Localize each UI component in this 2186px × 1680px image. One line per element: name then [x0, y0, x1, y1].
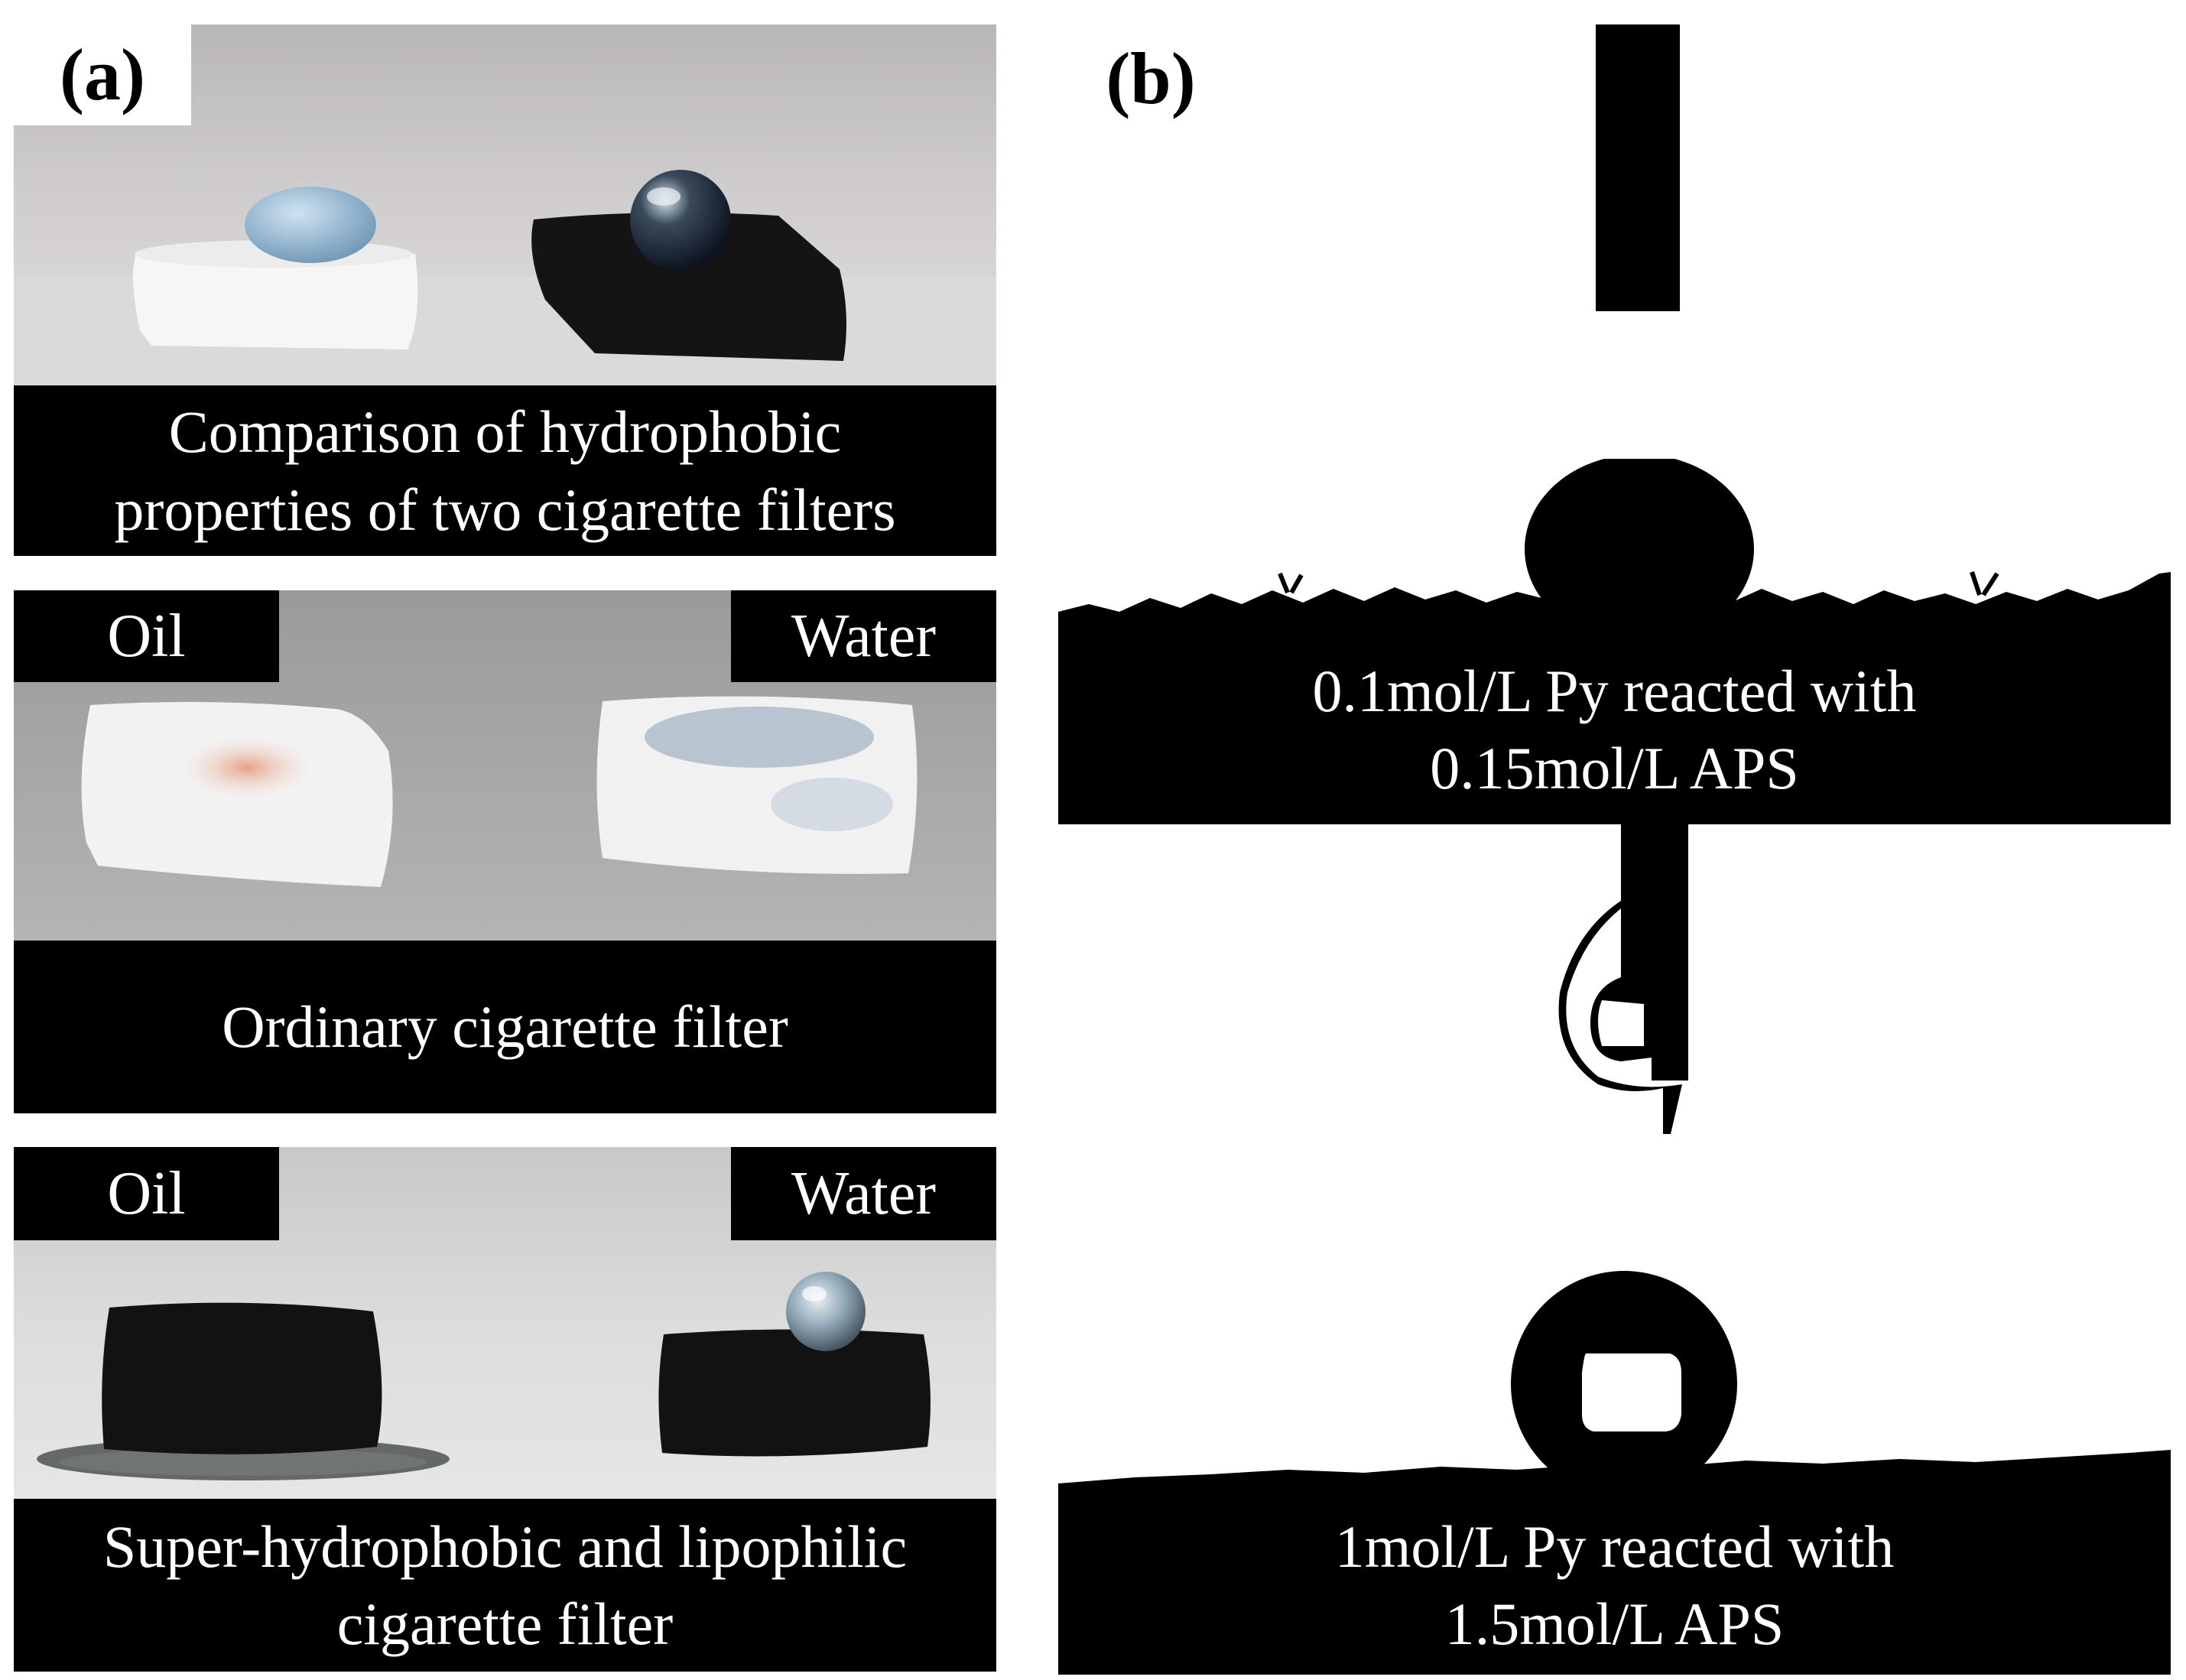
panel-b-label: (b)	[1070, 37, 1231, 121]
caption-line-2: 0.15mol/L APS	[1430, 735, 1799, 801]
caption-b-1: 0.1mol/L Py reacted with 0.15mol/L APS	[1058, 635, 2171, 824]
caption-line-1: 1mol/L Py reacted with	[1334, 1513, 1895, 1580]
photo-filter-comparison	[14, 24, 996, 385]
tag-oil: Oil	[14, 590, 279, 682]
tag-water: Water	[731, 590, 996, 682]
caption-line-2: 1.5mol/L APS	[1444, 1591, 1785, 1657]
contact-angle-image-2	[1058, 1269, 2171, 1675]
caption-filter-comparison: Comparison of hydrophobic properties of …	[14, 385, 996, 556]
caption-line-2: cigarette filter	[336, 1591, 674, 1657]
needle-with-hanging-drop	[1537, 824, 1713, 1134]
caption-line-1: Super-hydrophobic and lipophilic	[102, 1513, 908, 1580]
caption-ordinary-filter: Ordinary cigarette filter	[14, 941, 996, 1113]
caption-text: Ordinary cigarette filter	[222, 993, 788, 1061]
syringe-needle	[1596, 24, 1680, 311]
caption-superhydrophobic-filter: Super-hydrophobic and lipophilic cigaret…	[14, 1499, 996, 1672]
caption-b-2: 1mol/L Py reacted with 1.5mol/L APS	[1058, 1499, 2171, 1672]
panel-a-label: (a)	[14, 24, 191, 125]
caption-line-1: 0.1mol/L Py reacted with	[1312, 657, 1917, 724]
contact-angle-image-1	[1058, 459, 2171, 824]
caption-line-1: Comparison of hydrophobic	[168, 398, 842, 466]
tag-oil: Oil	[14, 1147, 279, 1240]
tag-water: Water	[731, 1147, 996, 1240]
caption-line-2: properties of two cigarette filters	[114, 476, 896, 543]
